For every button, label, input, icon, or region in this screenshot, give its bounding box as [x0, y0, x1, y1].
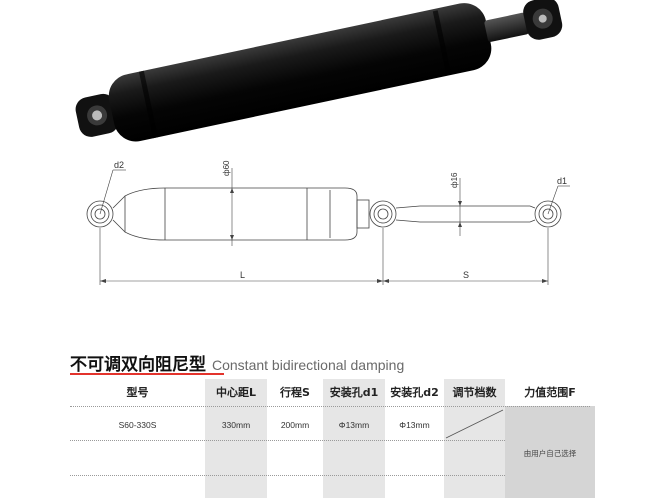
label-L: L	[240, 270, 245, 280]
header-hole-d1: 安装孔d1	[329, 386, 379, 399]
table-row-separator	[70, 475, 505, 476]
header-hole-d2: 安装孔d2	[390, 386, 439, 399]
shaded-column-adjust-levels	[444, 379, 505, 498]
label-phi16: ф16	[450, 172, 459, 188]
cell-hole-d2: Φ13mm	[399, 420, 430, 430]
header-adjust-levels: 调节档数	[452, 386, 497, 399]
label-d1: d1	[557, 176, 567, 186]
cell-hole-d1: Φ13mm	[338, 420, 370, 430]
title-underline	[70, 373, 224, 375]
shaded-column-center-distance	[205, 379, 267, 498]
technical-drawing: d2 d1 L S ф60 ф16	[86, 160, 570, 285]
section-title-cn: 不可调双向阻尼型	[70, 355, 206, 375]
header-force-range: 力值范围F	[524, 386, 576, 399]
cell-model: S60-330S	[118, 420, 157, 430]
cell-stroke: 200mm	[280, 420, 310, 430]
table-row-separator	[70, 406, 590, 407]
section-title-en: Constant bidirectional damping	[212, 357, 405, 373]
force-range-cell	[505, 406, 595, 498]
empty-cell-slash	[445, 409, 504, 439]
label-S: S	[463, 270, 469, 280]
force-range-note: 由用户自己选择	[523, 448, 577, 458]
cell-center-distance: 330mm	[221, 420, 251, 430]
header-model: 型号	[126, 386, 149, 399]
shock-absorber-photo	[75, 0, 563, 142]
label-d2: d2	[114, 160, 124, 170]
header-stroke: 行程S	[280, 386, 310, 399]
label-phi60: ф60	[222, 160, 231, 176]
table-row-separator	[70, 440, 505, 441]
section-title: 不可调双向阻尼型 Constant bidirectional damping	[70, 350, 405, 375]
header-center-distance: 中心距L	[215, 386, 256, 399]
shaded-column-hole-d1	[323, 379, 385, 498]
